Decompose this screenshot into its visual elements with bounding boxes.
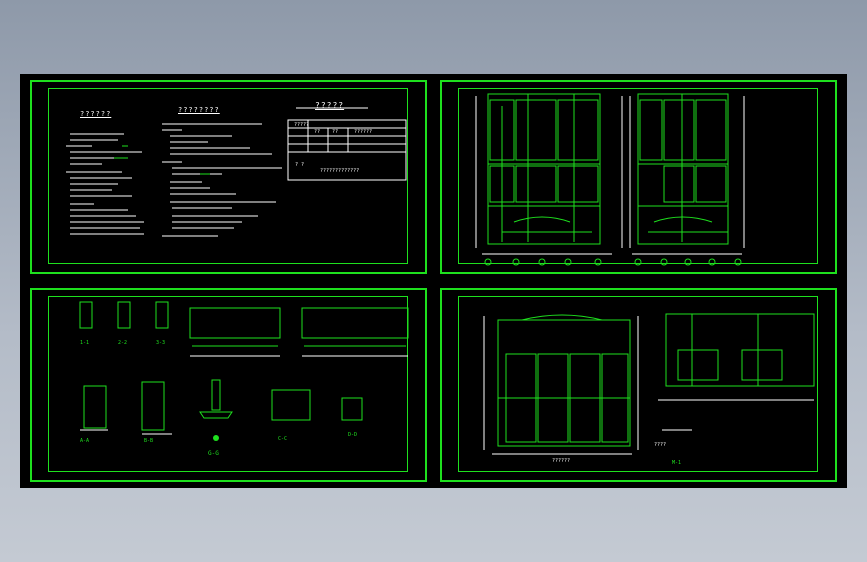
cad-model-space[interactable]: ?????? ???????? ????? ? ? ??????? ?????? … <box>20 74 847 488</box>
notes-title-left: ?????? <box>80 110 112 118</box>
plan-drawings <box>483 313 815 455</box>
detail-label-3-3: 3-3 <box>156 340 166 346</box>
sheet-general-notes[interactable]: ?????? ???????? ????? ? ? ????????????? … <box>30 80 427 274</box>
elevation-drawings <box>475 93 745 266</box>
sheet-inner-border <box>48 296 408 472</box>
detail-label-1-1: 1-1 <box>80 340 90 346</box>
notes-title-right: ????? <box>315 101 345 110</box>
sheet-plan[interactable]: ?????? ???? M-1 <box>440 288 837 482</box>
detail-label-a-a: A-A <box>80 438 90 444</box>
notes-table-caption-value: ????????????? <box>320 168 360 174</box>
table-head-2: ?? <box>314 129 321 135</box>
table-head-4: ?????? <box>354 129 373 135</box>
plan-caption: ?????? <box>552 458 571 464</box>
detail-drawings <box>79 301 409 441</box>
sheet-elevations[interactable] <box>440 80 837 274</box>
detail-label-g-g: G-G <box>208 450 219 457</box>
table-head-3: ?? <box>332 129 339 135</box>
plan-detail-label: M-1 <box>672 460 682 466</box>
sheet-section-details[interactable]: 1-1 2-2 3-3 A-A B-B G-G C-C D-D <box>30 288 427 482</box>
notes-title-mid: ???????? <box>178 106 220 114</box>
detail-label-2-2: 2-2 <box>118 340 128 346</box>
plan-detail-caption: ???? <box>654 442 667 448</box>
sheet-inner-border <box>458 296 818 472</box>
table-head-1: ????? <box>294 122 310 128</box>
sheet-inner-border <box>458 88 818 264</box>
detail-label-d-d: D-D <box>348 432 358 438</box>
notes-table-caption: ? ? <box>295 162 305 168</box>
detail-label-b-b: B-B <box>144 438 154 444</box>
notes-text-lines <box>66 107 407 237</box>
sheet-inner-border <box>48 88 408 264</box>
detail-label-c-c: C-C <box>278 436 288 442</box>
